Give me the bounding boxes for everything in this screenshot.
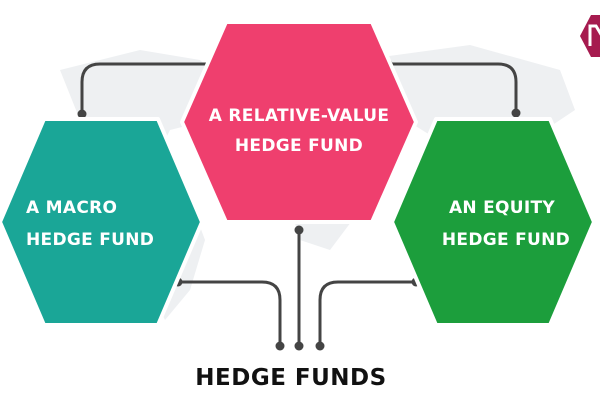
macro-label-line1: A MACRO: [26, 198, 117, 218]
equity-label-line1: AN EQUITY: [449, 198, 555, 218]
node-macro-hedge-fund: A MACRO HEDGE FUND: [0, 117, 204, 327]
connector-equity-to-title: [318, 280, 418, 346]
relative-value-label-line1: A RELATIVE-VALUE: [209, 106, 390, 126]
node-equity-hedge-fund: AN EQUITY HEDGE FUND: [390, 117, 596, 327]
macro-label-line2: HEDGE FUND: [26, 230, 154, 250]
connectors: [80, 62, 518, 346]
connector-top-left: [80, 62, 216, 116]
connector-macro-to-title: [176, 280, 282, 346]
equity-hexagon-shape: [390, 117, 596, 327]
macro-hexagon-shape: [0, 117, 204, 327]
diagram-title: HEDGE FUNDS: [195, 365, 386, 391]
relative-value-label-line2: HEDGE FUND: [235, 136, 363, 156]
node-relative-value-hedge-fund: A RELATIVE-VALUE HEDGE FUND: [180, 20, 418, 224]
connector-top-right: [386, 62, 518, 115]
brand-logo-icon: [580, 15, 600, 57]
relative-value-hexagon-shape: [180, 20, 418, 224]
equity-label-line2: HEDGE FUND: [442, 230, 570, 250]
